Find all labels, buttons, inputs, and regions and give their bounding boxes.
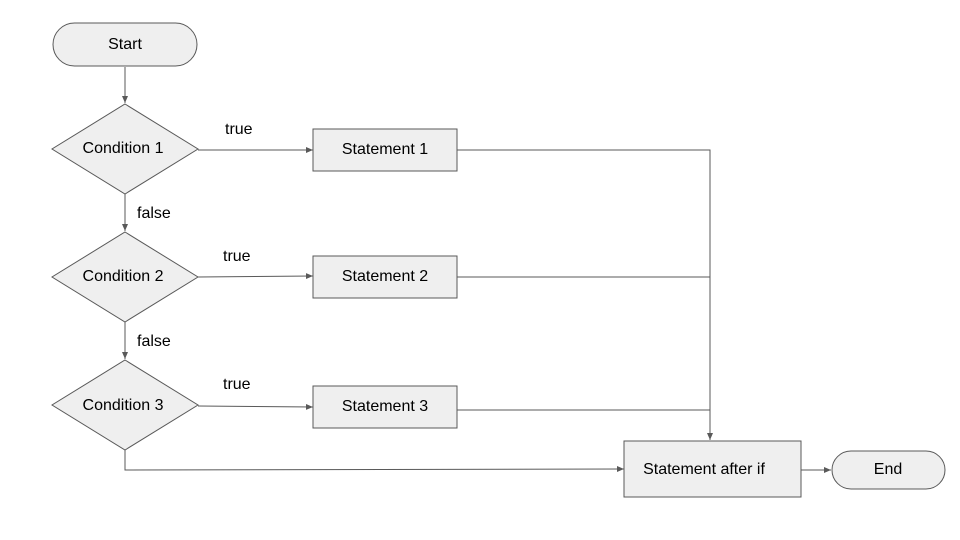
- condition1-label: Condition 1: [83, 140, 164, 157]
- edge-label-true-3: true: [223, 376, 251, 393]
- start-label: Start: [108, 36, 142, 53]
- edge-condition3-to-statement3: [197, 403, 314, 410]
- edge-label-true-2: true: [223, 248, 251, 265]
- statement3-box: [312, 385, 458, 429]
- statement-after-if-box: [623, 440, 802, 498]
- end-label: End: [874, 461, 902, 478]
- end-terminal: [831, 450, 946, 490]
- statement2-box: [312, 255, 458, 299]
- edge-label-true-1: true: [225, 121, 253, 138]
- statement3-label: Statement 3: [342, 398, 428, 415]
- edge-condition2-to-statement2: [197, 273, 314, 280]
- condition1-decision: [51, 103, 199, 195]
- condition3-decision: [51, 359, 199, 451]
- statement2-label: Statement 2: [342, 268, 428, 285]
- edge-label-false-2: false: [137, 333, 171, 350]
- edge-condition3-false-to-after-if: [124, 450, 625, 473]
- statement1-box: [312, 128, 458, 172]
- edge-label-false-1: false: [137, 205, 171, 222]
- condition2-label: Condition 2: [83, 268, 164, 285]
- statement-after-if-label: Statement after if: [643, 461, 765, 478]
- edge-statement1-to-after-if: [457, 149, 713, 440]
- condition2-decision: [51, 231, 199, 323]
- condition3-label: Condition 3: [83, 397, 164, 414]
- start-terminal: [52, 22, 198, 67]
- statement1-label: Statement 1: [342, 141, 428, 158]
